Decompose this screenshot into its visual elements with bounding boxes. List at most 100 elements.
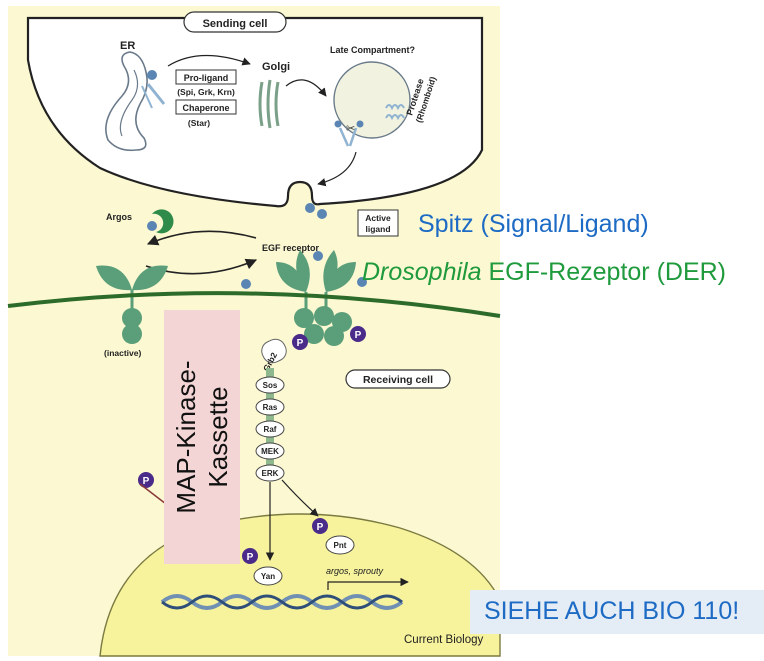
er-organelle-inner — [119, 69, 139, 137]
mek-node — [255, 442, 285, 460]
yan-label: Yan — [261, 572, 275, 581]
credit-label: Current Biology — [404, 634, 484, 646]
active-ligand-line1: Active — [365, 213, 391, 223]
protease-coil — [385, 104, 405, 111]
erk-to-pnt-arrow — [281, 479, 319, 517]
free-ligand-2 — [357, 277, 367, 287]
active-receptor-kinase-2 — [314, 306, 334, 326]
pro-ligand-members: (Spi, Grk, Krn) — [177, 87, 235, 97]
receptor-phosphate-2 — [350, 326, 366, 342]
receiving-cell-label-box — [345, 369, 451, 389]
map-kinase-cassette-line2: Kassette — [203, 386, 233, 488]
ras-node — [255, 398, 285, 416]
free-ligand-1 — [241, 279, 251, 289]
pnt-label: Pnt — [334, 541, 347, 550]
der-annotation-species: Drosophila — [362, 258, 482, 286]
active-receptor-kinase-4 — [304, 324, 324, 344]
active-ligand-line2: ligand — [365, 224, 390, 234]
spitz-annotation: Spitz (Signal/Ligand) — [418, 210, 649, 238]
der-annotation: Drosophila EGF-Rezeptor (DER) — [362, 258, 726, 287]
active-receptor-leaf-1 — [276, 262, 306, 292]
ras-label: Ras — [263, 403, 278, 412]
receptor-phosphate-1 — [292, 334, 308, 350]
golgi-cisterna-1 — [258, 81, 264, 127]
cytoplasm-phosphate-label: P — [143, 476, 150, 487]
er-label: ER — [120, 40, 135, 52]
map-kinase-cassette-line1: MAP-Kinase- — [171, 360, 201, 514]
receiving-cell-label: Receiving cell — [363, 374, 433, 386]
egf-receptor-label: EGF receptor — [262, 243, 320, 253]
er-chaperone-line — [146, 83, 166, 105]
golgi-cisterna-2 — [266, 79, 272, 129]
inactive-label: (inactive) — [104, 348, 141, 358]
receptor-phosphate-2-label: P — [355, 330, 362, 341]
yan-node — [253, 566, 283, 586]
pro-ligand-box — [175, 69, 237, 85]
inactive-receptor-leaf-right — [132, 265, 168, 291]
sos-label: Sos — [263, 381, 278, 390]
inhibition-line — [139, 483, 167, 505]
raf-label: Raf — [264, 425, 277, 434]
chaperone-member: (Star) — [188, 118, 210, 128]
cytoplasm-phosphate — [138, 472, 154, 488]
pnt-phosphate — [312, 518, 328, 534]
chaperone-label: Chaperone — [182, 103, 229, 113]
pnt-phosphate-label: P — [317, 522, 324, 533]
pnt-node — [325, 535, 355, 555]
inactive-receptor-kinase-1 — [122, 308, 142, 328]
protease-coil-2 — [385, 114, 405, 121]
active-receptor-kinase-5 — [324, 326, 344, 346]
yan-phosphate-label: P — [247, 552, 254, 563]
map-kinase-cassette-text: MAP-Kinase- Kassette — [170, 360, 234, 513]
golgi-label: Golgi — [262, 61, 290, 73]
inactive-receptor-leaf-left — [96, 265, 132, 291]
yan-phosphate — [242, 548, 258, 564]
erk-label: ERK — [262, 469, 279, 478]
argos-protein — [152, 209, 174, 234]
inactive-receptor-kinase-2 — [122, 324, 142, 344]
active-ligand-box — [357, 209, 399, 237]
equilibrium-arrow-top — [146, 230, 257, 246]
active-receptor-leaf-4 — [326, 262, 356, 292]
mek-label: MEK — [261, 447, 279, 456]
see-also-box: SIEHE AUCH BIO 110! — [470, 590, 764, 634]
plasma-membrane — [7, 291, 501, 318]
der-annotation-rest: EGF-Rezeptor (DER) — [481, 258, 726, 286]
argos-bound-ligand — [147, 221, 157, 231]
receptor-phosphate-1-label: P — [297, 338, 304, 349]
bound-ligand-1 — [313, 251, 323, 261]
pro-ligand-label: Pro-ligand — [184, 73, 229, 83]
secreted-ligand-1 — [305, 203, 315, 213]
transcription-arrow — [327, 577, 409, 590]
er-to-golgi-arrow — [167, 54, 251, 67]
active-receptor-leaf-2 — [296, 250, 310, 292]
golgi-to-compartment-arrow — [285, 79, 327, 97]
sos-node — [255, 376, 285, 394]
late-compartment-label: Late Compartment? — [330, 45, 415, 55]
late-compartment-vesicle — [333, 61, 411, 139]
raf-node — [255, 420, 285, 438]
er-ligand-dot — [147, 70, 157, 80]
chaperone-box — [175, 99, 237, 115]
late-compartment-dot-2 — [356, 120, 364, 128]
see-also-text: SIEHE AUCH BIO 110! — [484, 597, 740, 625]
secreted-ligand-2 — [317, 209, 327, 219]
target-genes-label: argos, sprouty — [326, 566, 384, 576]
late-compartment-dot-1 — [334, 120, 342, 128]
golgi-cisterna-3 — [274, 81, 280, 127]
grb2-adaptor — [261, 338, 287, 364]
active-receptor-kinase-1 — [294, 308, 314, 328]
sending-cell-label-box — [183, 11, 287, 33]
erk-node — [255, 464, 285, 482]
cleaved-ligand-1 — [338, 127, 350, 147]
map-kinase-cassette-box: MAP-Kinase- Kassette — [164, 310, 240, 564]
active-receptor-leaf-3 — [323, 250, 338, 292]
cleaved-ligand-2 — [348, 127, 358, 147]
compartment-to-membrane-arrow — [317, 151, 357, 187]
argos-label: Argos — [106, 212, 132, 222]
scissors-icon: ✂ — [346, 123, 355, 135]
sending-cell-label: Sending cell — [203, 18, 268, 30]
er-chaperone-line-2 — [141, 85, 153, 109]
dna-strand-2 — [161, 594, 403, 610]
